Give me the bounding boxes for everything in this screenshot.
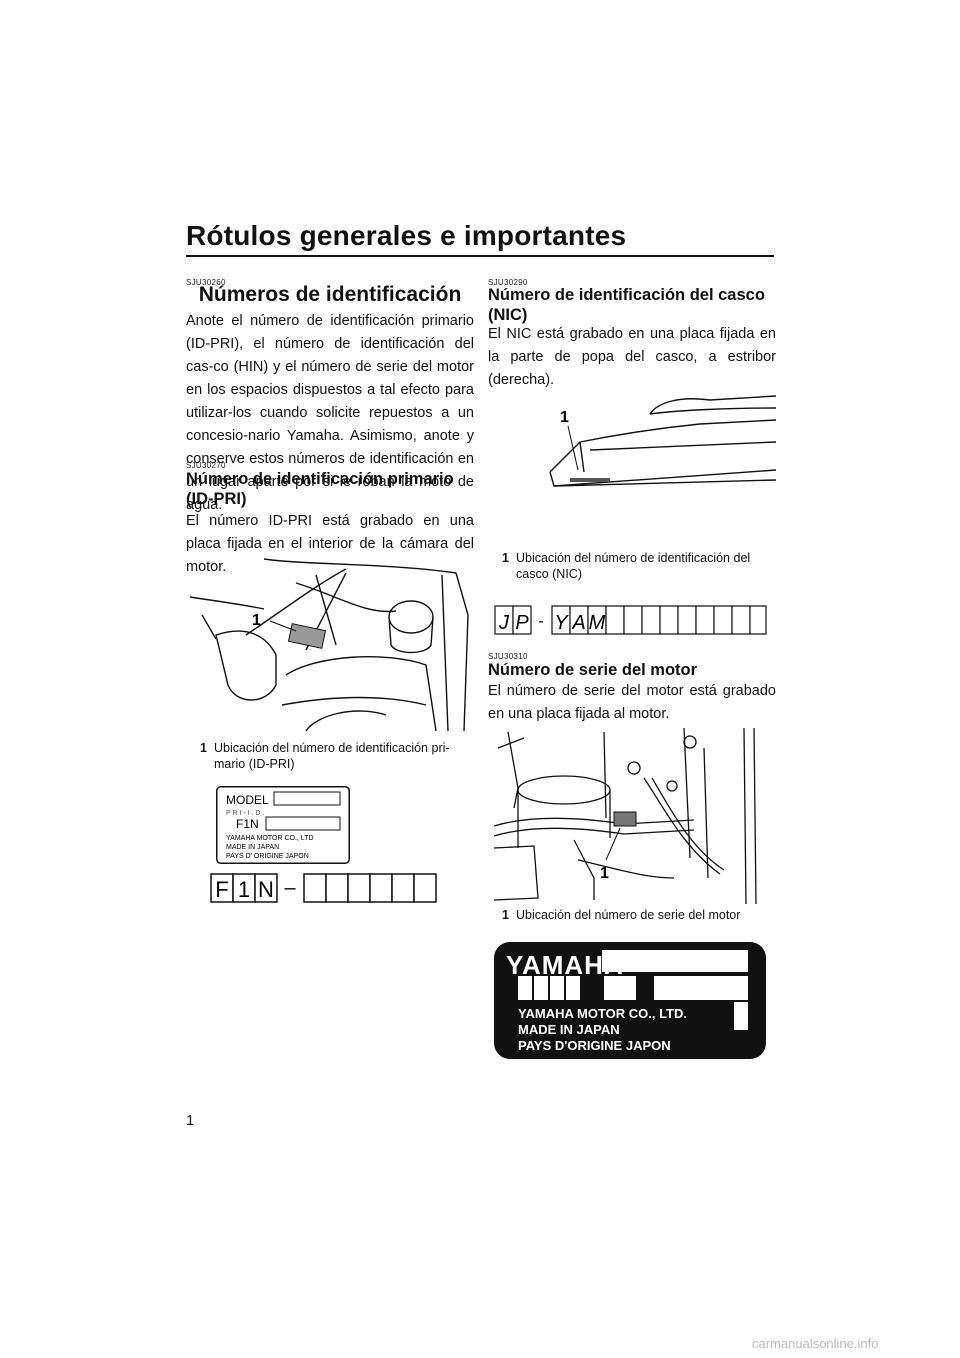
plate-made-in: MADE IN JAPAN [226,844,279,851]
section-code: SJU30260 [186,278,226,287]
plate-maker: YAMAHA MOTOR CO., LTD. [518,1006,687,1021]
section-body: El NIC está grabado en una placa fijada … [488,326,776,388]
nic-box-char: M [589,612,606,634]
pri-box-char: F [215,877,228,902]
plate-maker: YAMAHA MOTOR CO., LTD [226,835,314,842]
plate-pays: PAYS D'ORIGINE JAPON [518,1038,671,1053]
hull-stern-illustration: 1 [549,395,776,487]
figure-callout: 1 [600,865,609,882]
nic-box-dash: - [538,613,543,630]
section-code: SJU30310 [488,652,528,661]
engine-illustration: 1 [494,728,757,904]
section-heading: Número de identificación del casco (NIC) [488,286,765,324]
section-heading: Número de serie del motor [488,661,698,679]
caption-number: 1 [502,908,509,922]
plate-pri: P R I - I . D . [226,810,264,817]
nic-number-boxes: J P - Y A M [494,605,767,635]
caption-text: Ubicación del número de identificación d… [516,551,751,581]
section-heading: Números de identificación [198,283,462,306]
plate-pays: PAYS D' ORIGINE JAPON [226,853,309,860]
page-title: Rótulos generales e importantes [186,220,627,251]
pri-number-boxes: F 1 N – [210,873,437,903]
pri-box-dash: – [284,877,296,899]
section-body: El número de serie del motor está grabad… [488,683,776,722]
caption-number: 1 [502,551,509,565]
pri-box-char: 1 [238,877,250,902]
section-body: El número ID-PRI está grabado en una pla… [186,513,474,575]
section-body: Anote el número de identificación primar… [186,313,474,513]
caption-number: 1 [200,741,207,755]
engine-compartment-illustration: 1 [189,558,469,732]
figure-caption: 1 Ubicación del número de serie del moto… [502,907,772,923]
section-code: SJU30290 [488,278,528,287]
nic-box-char: P [515,612,529,634]
figure-caption: 1 Ubicación del número de identificación… [502,550,772,582]
figure-callout: 1 [560,409,569,426]
section-heading: Número de identificación primario (ID-PR… [186,470,454,508]
nic-box-char: A [571,612,585,634]
title-rule [186,255,774,257]
section-code: SJU30270 [186,461,226,470]
figure-callout: 1 [252,612,261,629]
nic-box-char: Y [554,612,569,634]
plate-made-in: MADE IN JAPAN [518,1022,620,1037]
plate-f1n: F1N [236,817,259,831]
yamaha-engine-plate: YAMAHA YAMAHA MOTOR CO., LTD. MADE IN JA… [494,942,766,1059]
page-number: 1 [186,1112,195,1129]
figure-caption: 1 Ubicación del número de identificación… [200,740,470,772]
watermark: carmanualsonline.info [752,1336,879,1351]
nic-box-char: J [498,612,510,634]
caption-text: Ubicación del número de identificación p… [214,741,450,771]
pri-label-plate: MODEL P R I - I . D . F1N YAMAHA MOTOR C… [216,786,350,864]
caption-text: Ubicación del número de serie del motor [516,908,741,922]
plate-model: MODEL [226,793,269,807]
pri-box-char: N [258,877,274,902]
